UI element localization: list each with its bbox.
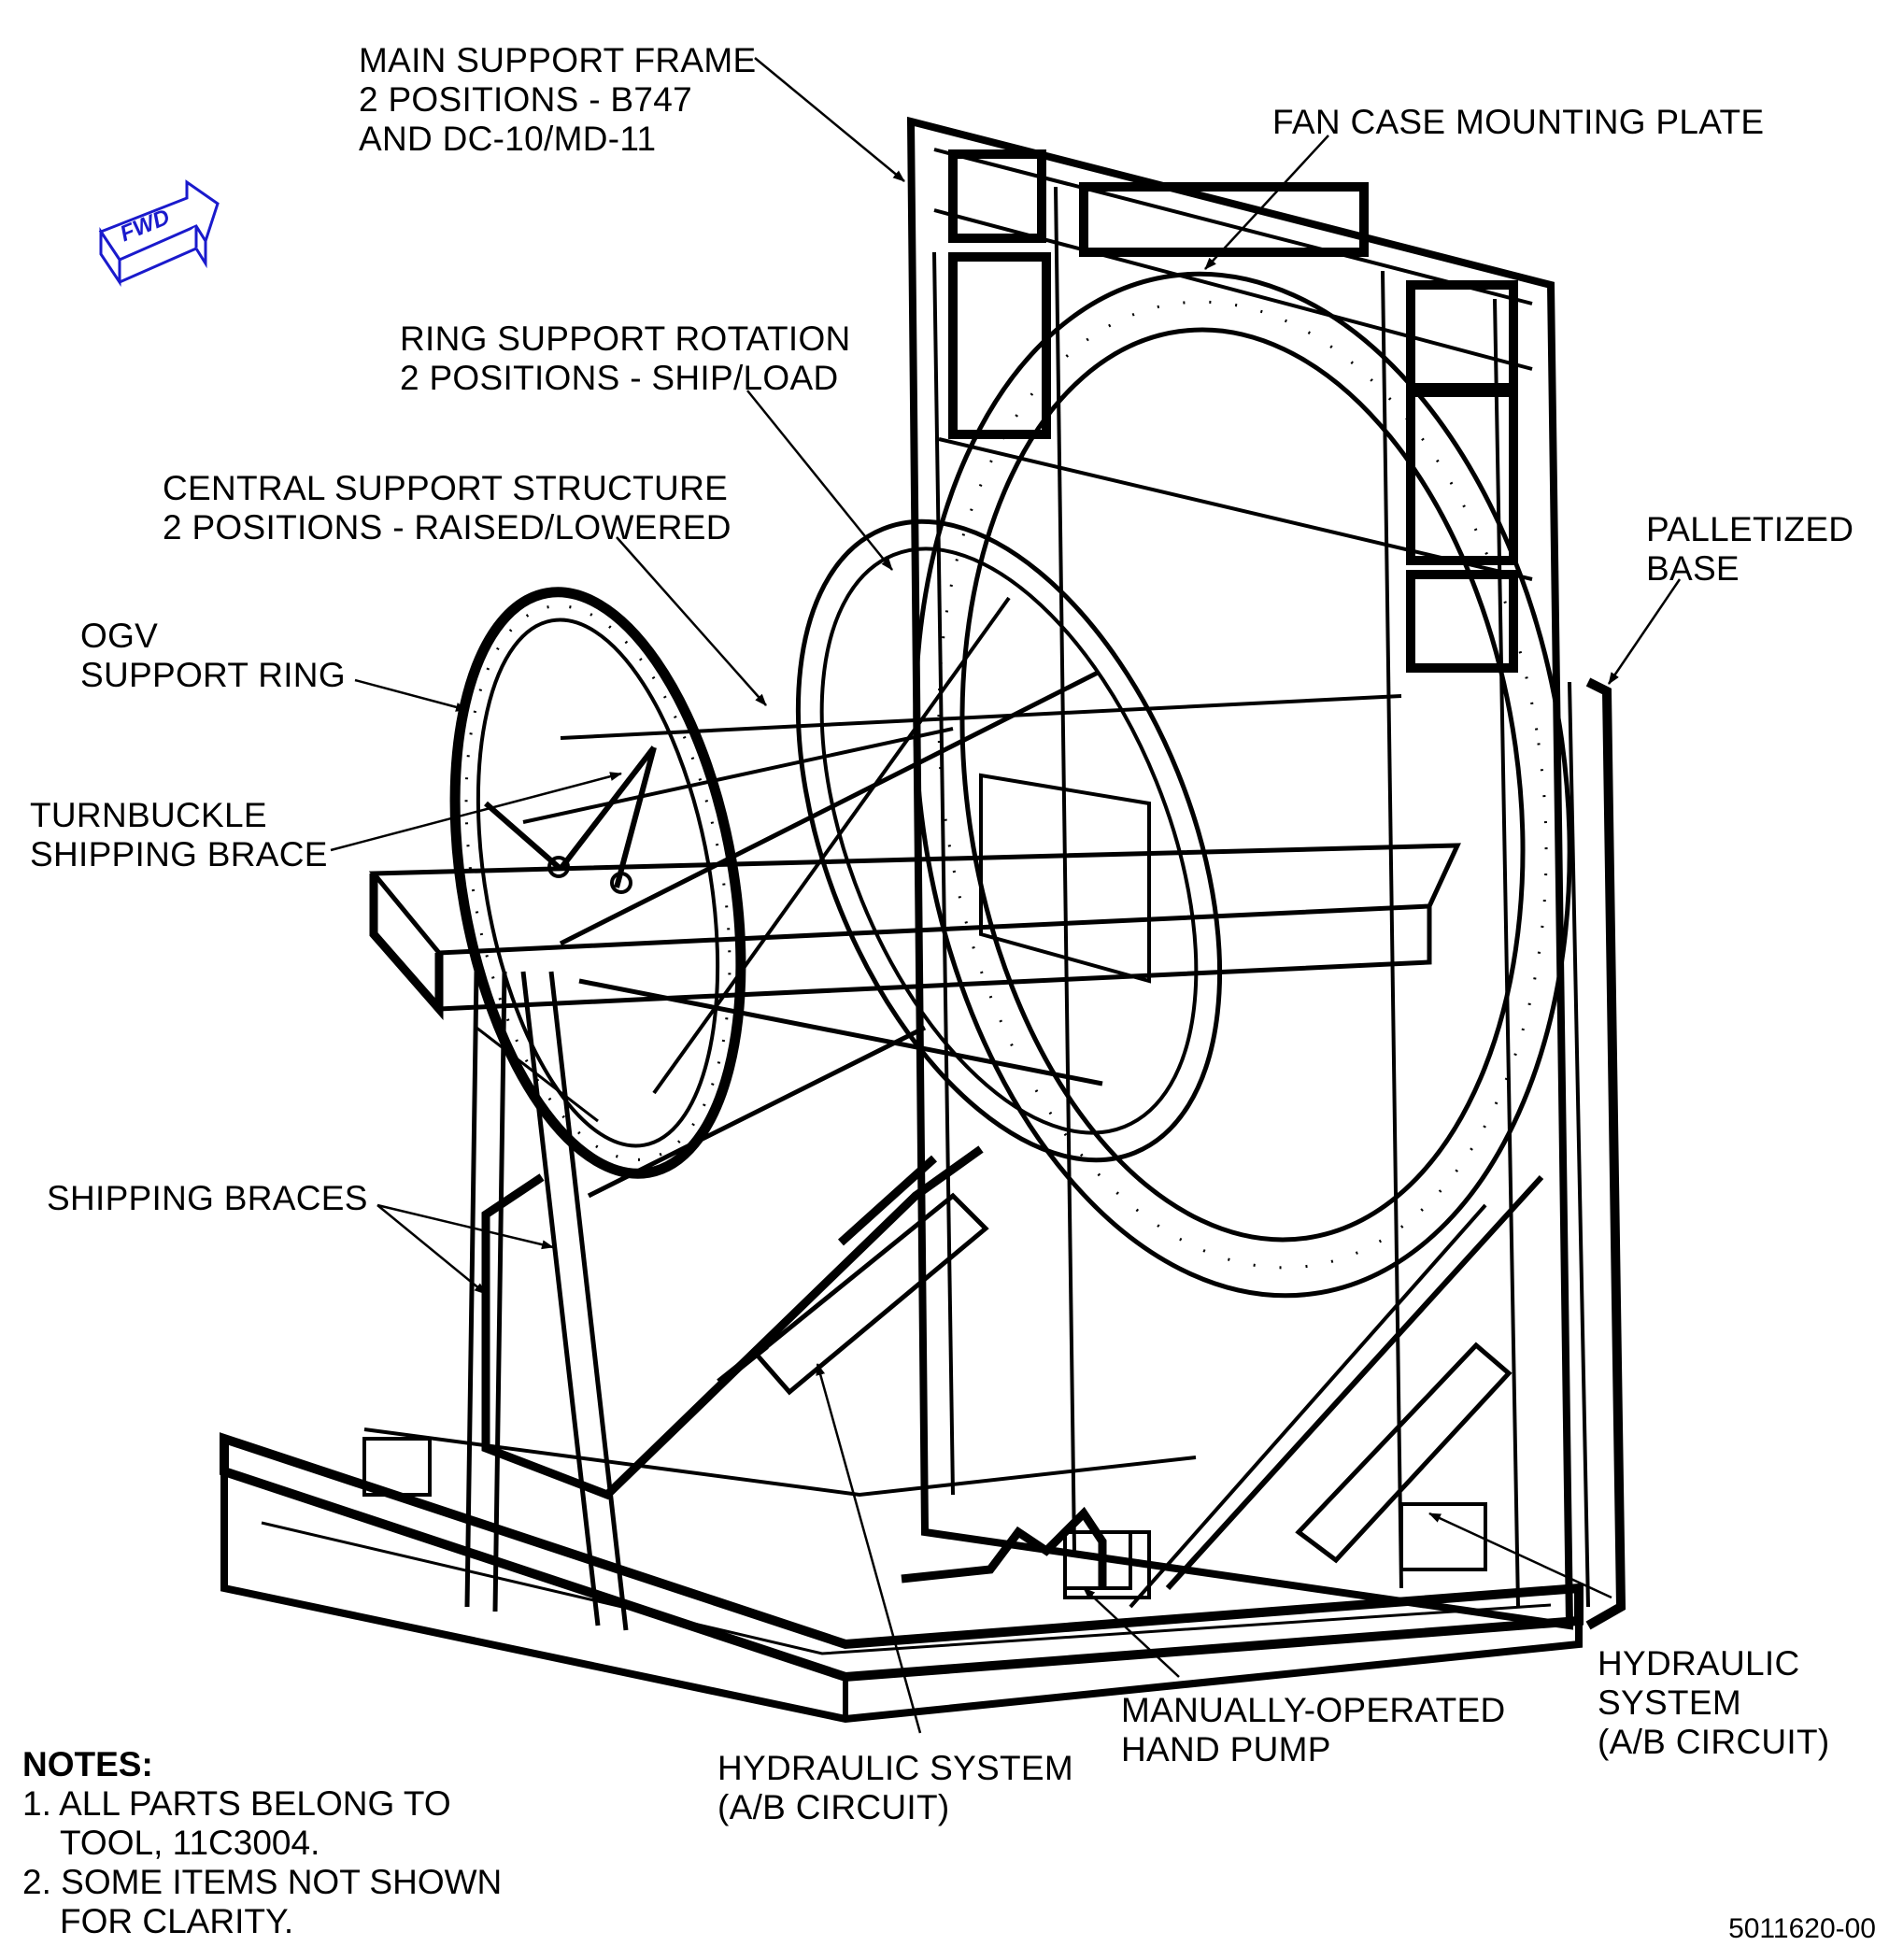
callout-manually-operated-hand-pump: MANUALLY-OPERATED HAND PUMP [1121,1691,1506,1769]
fwd-direction-arrow-icon [98,179,220,287]
callout-line: CENTRAL SUPPORT STRUCTURE [163,469,729,507]
callout-line: BASE [1646,549,1740,588]
callout-line: 2 POSITIONS - SHIP/LOAD [400,359,839,397]
callout-turnbuckle-shipping-brace: TURNBUCKLE SHIPPING BRACE [30,796,328,874]
note-item: TOOL, 11C3004. [60,1824,320,1862]
callout-shipping-braces: SHIPPING BRACES [47,1179,368,1218]
callout-fan-case-mounting-plate: FAN CASE MOUNTING PLATE [1272,103,1764,142]
callout-line: PALLETIZED [1646,510,1854,548]
callout-central-support-structure: CENTRAL SUPPORT STRUCTURE 2 POSITIONS - … [163,469,731,547]
document-number: 5011620-00 [1728,1913,1876,1944]
callout-line: MAIN SUPPORT FRAME [359,41,757,79]
callout-line: 2 POSITIONS - B747 [359,80,693,119]
callout-hydraulic-system-right: HYDRAULIC SYSTEM (A/B CIRCUIT) [1598,1644,1830,1762]
ogv-support-ring-drawing [449,587,746,1179]
callout-ring-support-rotation: RING SUPPORT ROTATION 2 POSITIONS - SHIP… [400,320,851,398]
callout-line: HAND PUMP [1121,1730,1331,1768]
hydraulic-system-left-drawing [717,1155,989,1396]
note-item: 1. ALL PARTS BELONG TO [22,1784,451,1823]
central-support-structure-drawing [368,596,1461,1095]
callout-ogv-support-ring: OGV SUPPORT RING [80,617,346,695]
callout-line: SHIPPING BRACES [47,1179,368,1217]
note-item: FOR CLARITY. [60,1902,294,1940]
callout-line: SYSTEM [1598,1683,1741,1722]
callout-line: MANUALLY-OPERATED [1121,1691,1506,1729]
callout-line: 2 POSITIONS - RAISED/LOWERED [163,508,731,547]
callout-line: RING SUPPORT ROTATION [400,320,851,358]
callout-line: HYDRAULIC SYSTEM [717,1749,1074,1787]
callout-line: SHIPPING BRACE [30,835,328,873]
callout-line: AND DC-10/MD-11 [359,120,657,158]
callout-line: SUPPORT RING [80,656,346,694]
turnbuckle-shipping-brace-drawing [484,746,657,894]
leader-lines [330,57,1682,1734]
callout-line: TURNBUCKLE [30,796,267,834]
notes-block: NOTES: 1. ALL PARTS BELONG TO TOOL, 11C3… [22,1745,502,1941]
callout-hydraulic-system-left: HYDRAULIC SYSTEM (A/B CIRCUIT) [717,1749,1073,1827]
fan-case-mounting-plate-drawing [913,271,1572,1299]
callout-main-support-frame: MAIN SUPPORT FRAME 2 POSITIONS - B747 AN… [359,41,756,159]
callout-line: (A/B CIRCUIT) [1598,1723,1830,1761]
main-support-frame-drawing [906,116,1626,1630]
hydraulic-system-right-drawing [1129,1174,1544,1609]
callout-palletized-base: PALLETIZED BASE [1646,510,1853,589]
palletized-base-drawing [220,1427,1584,1724]
notes-title: NOTES: [22,1745,153,1783]
callout-line: FAN CASE MOUNTING PLATE [1272,103,1765,141]
callout-line: OGV [80,617,159,655]
hand-pump-drawing [901,1506,1132,1590]
callout-line: (A/B CIRCUIT) [717,1788,950,1826]
callout-line: HYDRAULIC [1598,1644,1800,1683]
ring-support-rotation-drawing [795,518,1223,1163]
shipping-braces-drawing [464,971,984,1631]
note-item: 2. SOME ITEMS NOT SHOWN [22,1863,503,1901]
